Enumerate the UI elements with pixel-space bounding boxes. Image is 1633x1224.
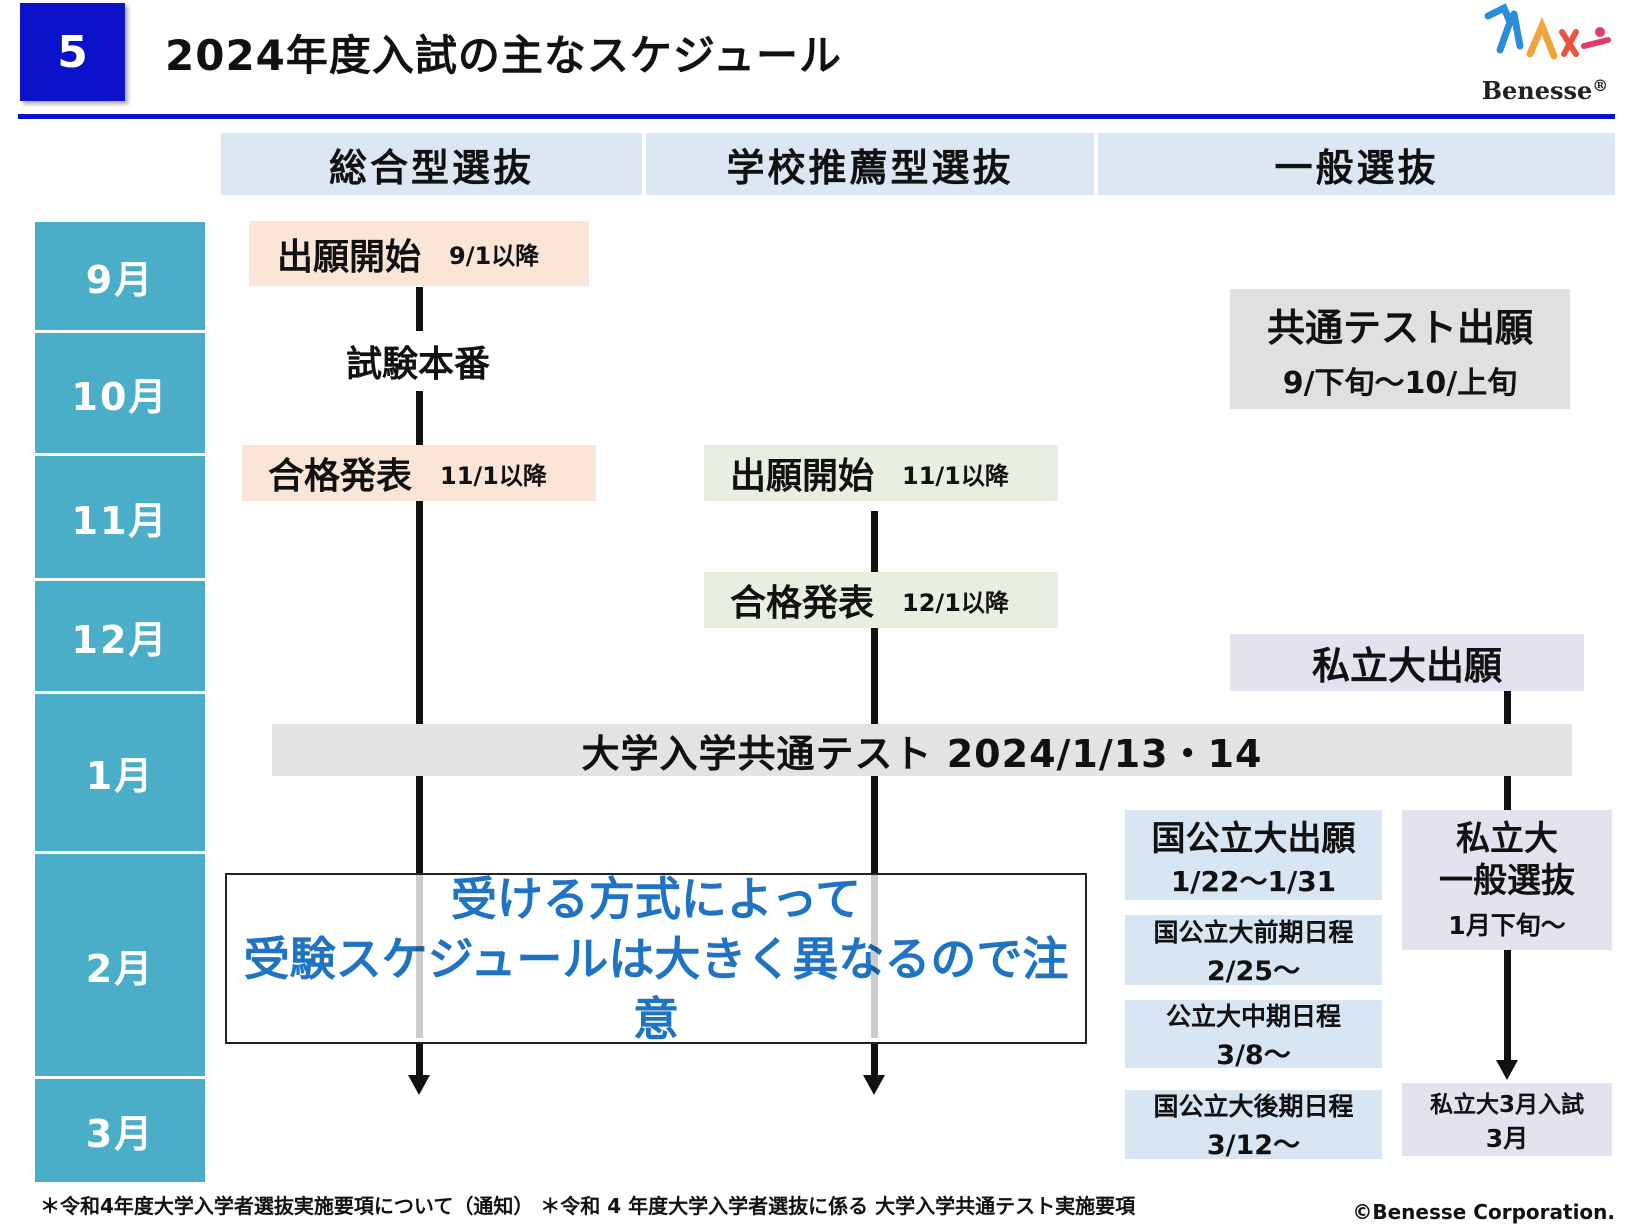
- kyotsu-apply-date: 9/下旬〜10/上旬: [1282, 365, 1518, 401]
- private-arrow-head-icon: [1496, 1060, 1518, 1080]
- private-march-box: 私立大3月入試 3月: [1402, 1083, 1612, 1156]
- private-general-date: 1月下旬〜: [1448, 911, 1566, 940]
- national-apply-date: 1/22〜1/31: [1170, 864, 1337, 898]
- kyotsu-apply-box: 共通テスト出願 9/下旬〜10/上旬: [1230, 289, 1570, 409]
- sogo-arrow-head-icon: [408, 1075, 430, 1095]
- sogo-apply-title: 出願開始: [277, 236, 422, 278]
- column-header-sogo: 総合型選抜: [221, 133, 642, 195]
- month-february: 2月: [35, 854, 205, 1076]
- logo-text: Benesse: [1481, 76, 1593, 105]
- notice-box: 受ける方式によって 受験スケジュールは大きく異なるので注意: [225, 872, 1087, 1046]
- column-header-ippan: 一般選抜: [1098, 133, 1615, 195]
- national-apply-box: 国公立大出願 1/22〜1/31: [1125, 810, 1382, 900]
- national-late-title: 国公立大後期日程: [1153, 1092, 1354, 1121]
- header-divider: [18, 114, 1615, 119]
- suisen-timeline-line: [871, 511, 878, 1085]
- suisen-arrow-head-icon: [863, 1075, 885, 1095]
- suisen-result: 合格発表 12/1以降: [704, 572, 1058, 628]
- slide-number-badge: 5: [20, 3, 125, 101]
- month-december: 12月: [35, 581, 205, 691]
- page-title: 2024年度入試の主なスケジュール: [165, 30, 842, 80]
- footnote: ＊令和4年度大学入学者選抜実施要項について（通知） ＊令和 4 年度大学入学者選…: [40, 1194, 1136, 1218]
- benesse-wordmark: Benesse®: [1480, 76, 1610, 105]
- month-march: 3月: [35, 1079, 205, 1182]
- sogo-result-title: 合格発表: [268, 456, 413, 497]
- sogo-result: 合格発表 11/1以降: [242, 445, 596, 501]
- month-september: 9月: [35, 222, 205, 330]
- sogo-line-through-notice: [416, 875, 423, 1038]
- private-march-title: 私立大3月入試: [1429, 1091, 1584, 1118]
- national-early-date: 2/25〜: [1206, 955, 1301, 987]
- public-mid-title: 公立大中期日程: [1165, 1001, 1341, 1031]
- suisen-result-date: 12/1以降: [902, 588, 1009, 617]
- sogo-timeline-line: [416, 287, 423, 1085]
- national-early-box: 国公立大前期日程 2/25〜: [1125, 915, 1382, 987]
- month-november: 11月: [35, 456, 205, 578]
- notice-line-1: 受ける方式によって: [450, 871, 862, 926]
- private-general-title-1: 私立大: [1456, 819, 1558, 859]
- benesse-logo-icon: [1484, 3, 1611, 60]
- private-apply-box: 私立大出願: [1230, 634, 1584, 691]
- notice-line-2: 受験スケジュールは大きく異なるので注意: [243, 931, 1069, 1046]
- public-mid-date: 3/8〜: [1216, 1039, 1291, 1071]
- month-october: 10月: [35, 333, 205, 453]
- suisen-line-through-notice: [871, 875, 878, 1038]
- national-apply-title: 国公立大出願: [1151, 818, 1356, 859]
- sogo-result-date: 11/1以降: [440, 461, 547, 490]
- suisen-apply-title: 出願開始: [730, 456, 875, 497]
- column-header-suisen: 学校推薦型選抜: [646, 133, 1094, 195]
- national-late-date: 3/12〜: [1206, 1130, 1301, 1161]
- sogo-apply-start: 出願開始 9/1以降: [249, 221, 589, 286]
- national-late-box: 国公立大後期日程 3/12〜: [1125, 1090, 1382, 1161]
- kyotsu-apply-title: 共通テスト出願: [1266, 305, 1533, 350]
- common-test-bar: 大学入学共通テスト 2024/1/13・14: [272, 724, 1572, 776]
- month-january: 1月: [35, 694, 205, 851]
- suisen-apply-start: 出願開始 11/1以降: [704, 445, 1058, 501]
- public-mid-box: 公立大中期日程 3/8〜: [1125, 1000, 1382, 1071]
- suisen-result-title: 合格発表: [730, 583, 875, 624]
- private-general-title-2: 一般選抜: [1439, 861, 1575, 901]
- sogo-exam-label: 試験本番: [318, 331, 518, 391]
- suisen-apply-date: 11/1以降: [902, 461, 1009, 490]
- national-early-title: 国公立大前期日程: [1153, 917, 1354, 947]
- copyright: ©Benesse Corporation.: [1352, 1200, 1615, 1224]
- registered-mark: ®: [1592, 76, 1609, 95]
- private-general-box: 私立大 一般選抜 1月下旬〜: [1402, 810, 1612, 950]
- private-march-date: 3月: [1485, 1123, 1529, 1153]
- sogo-apply-date: 9/1以降: [449, 242, 540, 270]
